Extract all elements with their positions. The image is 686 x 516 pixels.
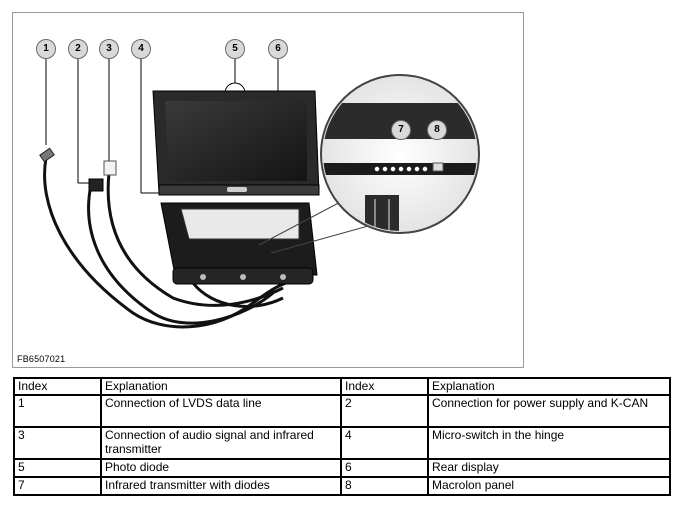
explanation-cell: Infrared transmitter with diodes bbox=[100, 476, 342, 496]
callout-5: 5 bbox=[225, 39, 245, 59]
callout-3: 3 bbox=[99, 39, 119, 59]
header-explanation-2: Explanation bbox=[427, 377, 671, 396]
magnified-view bbox=[320, 74, 480, 234]
audio-connector bbox=[103, 160, 117, 176]
power-connector bbox=[88, 178, 104, 192]
index-cell: 2 bbox=[340, 394, 429, 428]
explanation-cell: Photo diode bbox=[100, 458, 342, 478]
table-row: 7 Infrared transmitter with diodes 8 Mac… bbox=[13, 476, 671, 496]
callout-6: 6 bbox=[268, 39, 288, 59]
callout-8: 8 bbox=[427, 120, 447, 140]
index-cell: 3 bbox=[13, 426, 102, 460]
callout-4: 4 bbox=[131, 39, 151, 59]
figure-code: FB6507021 bbox=[17, 354, 66, 364]
rear-display-illustration bbox=[39, 59, 480, 329]
explanation-cell: Connection of audio signal and infrared … bbox=[100, 426, 342, 460]
explanation-cell: Connection of LVDS data line bbox=[100, 394, 342, 428]
header-index-1: Index bbox=[13, 377, 102, 396]
index-cell: 7 bbox=[13, 476, 102, 496]
macrolon-panel-piece bbox=[432, 162, 444, 172]
lvds-connector bbox=[39, 147, 55, 163]
explanation-cell: Macrolon panel bbox=[427, 476, 671, 496]
table-header-row: Index Explanation Index Explanation bbox=[13, 377, 671, 396]
legend-table: Index Explanation Index Explanation 1 Co… bbox=[13, 377, 671, 496]
index-cell: 4 bbox=[340, 426, 429, 460]
table-row: 3 Connection of audio signal and infrare… bbox=[13, 426, 671, 460]
table-row: 1 Connection of LVDS data line 2 Connect… bbox=[13, 394, 671, 428]
header-index-2: Index bbox=[340, 377, 429, 396]
table-row: 5 Photo diode 6 Rear display bbox=[13, 458, 671, 478]
ir-diodes bbox=[374, 166, 428, 172]
display-mount bbox=[160, 202, 318, 285]
callout-7: 7 bbox=[391, 120, 411, 140]
callout-1: 1 bbox=[36, 39, 56, 59]
header-explanation-1: Explanation bbox=[100, 377, 342, 396]
explanation-cell: Connection for power supply and K-CAN bbox=[427, 394, 671, 428]
callout-2: 2 bbox=[68, 39, 88, 59]
index-cell: 1 bbox=[13, 394, 102, 428]
index-cell: 8 bbox=[340, 476, 429, 496]
index-cell: 5 bbox=[13, 458, 102, 478]
explanation-cell: Rear display bbox=[427, 458, 671, 478]
cables bbox=[43, 157, 294, 329]
index-cell: 6 bbox=[340, 458, 429, 478]
rear-display bbox=[152, 90, 320, 196]
rear-display-figure: 1 2 3 4 5 6 7 8 FB6507021 bbox=[12, 12, 524, 368]
explanation-cell: Micro-switch in the hinge bbox=[427, 426, 671, 460]
